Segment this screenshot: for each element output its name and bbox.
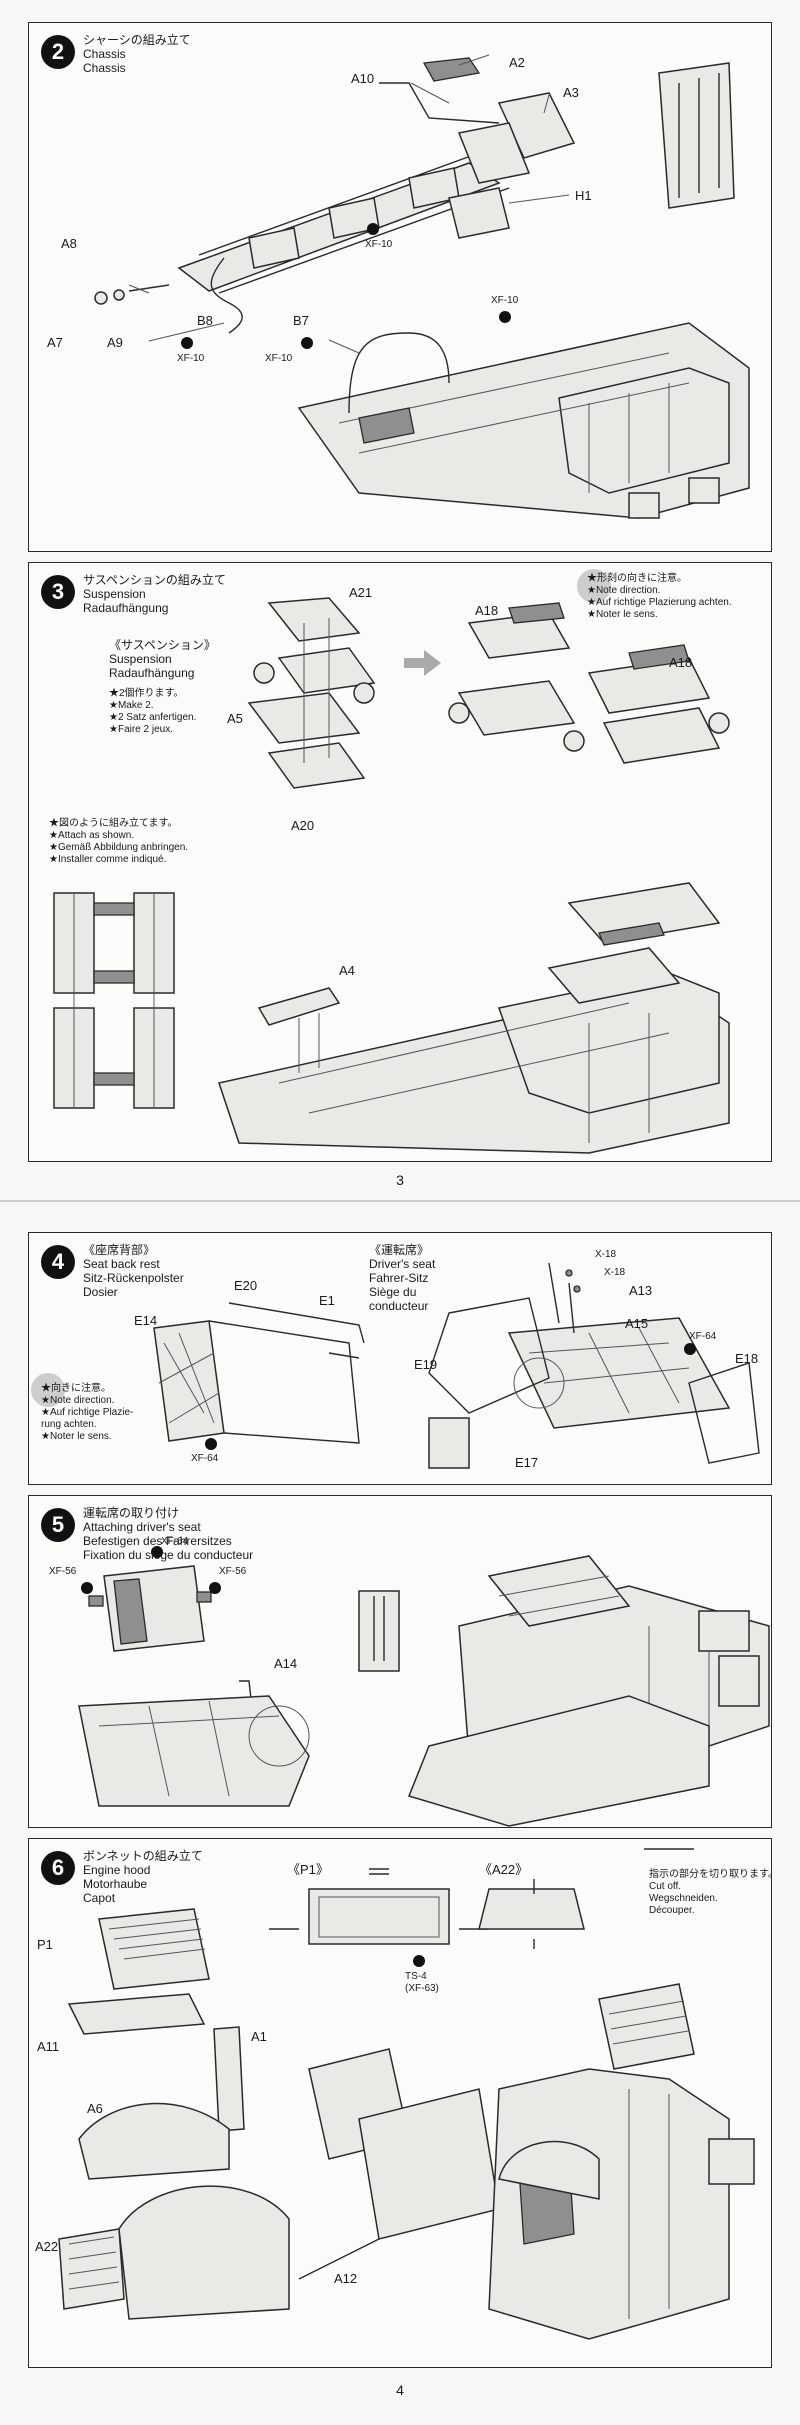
label-e14: E14 bbox=[134, 1313, 158, 1328]
step-3-suspension-panel: 3 サスペンションの組み立て Suspension Radaufhängung … bbox=[28, 562, 772, 1162]
label-e17: E17 bbox=[515, 1455, 539, 1470]
direction-marker bbox=[577, 569, 611, 603]
label-a4: A4 bbox=[339, 963, 355, 978]
label-a6: A6 bbox=[87, 2101, 103, 2116]
label-a20: A20 bbox=[291, 818, 315, 833]
direction-note: ★向きに注意。 ★Note direction. ★Auf richtige P… bbox=[41, 1383, 134, 1442]
paint-marker bbox=[499, 311, 511, 323]
step-title: シャーシの組み立て Chassis Chassis bbox=[83, 33, 191, 75]
paint-xf10: XF-10 bbox=[491, 295, 519, 306]
step-title: 運転席の取り付け Attaching driver's seat Befesti… bbox=[83, 1506, 254, 1562]
step-4-seat-panel: 4 《座席背部》 Seat back rest Sitz-Rückenpolst… bbox=[28, 1232, 772, 1485]
attach-note: ★図のように組み立てます。 ★Attach as shown. ★Gemäß A… bbox=[49, 818, 189, 865]
label-a8: A8 bbox=[61, 236, 77, 251]
step-number: 3 bbox=[41, 575, 75, 609]
attach-seat-diagram bbox=[78, 1555, 770, 1827]
label-e1: E1 bbox=[319, 1293, 335, 1308]
paint-marker bbox=[367, 223, 379, 235]
paint-marker bbox=[413, 1955, 425, 1967]
seat-diagram bbox=[153, 1262, 760, 1469]
paint-marker bbox=[205, 1438, 217, 1450]
label-a5: A5 bbox=[227, 711, 243, 726]
label-b8: B8 bbox=[197, 313, 213, 328]
label-e19: E19 bbox=[414, 1357, 438, 1372]
label-a15: A15 bbox=[625, 1316, 649, 1331]
paint-xf64: XF-64 bbox=[689, 1331, 717, 1342]
label-x18: X-18 bbox=[595, 1249, 617, 1260]
paint-xf10: XF-10 bbox=[177, 353, 205, 364]
label-h1: H1 bbox=[575, 188, 592, 203]
paint-xf64: XF-64 bbox=[191, 1453, 219, 1464]
a22-heading: 《A22》 bbox=[479, 1862, 529, 1877]
paint-marker bbox=[209, 1582, 221, 1594]
page-number: 4 bbox=[396, 2382, 404, 2398]
label-e20: E20 bbox=[234, 1278, 258, 1293]
label-a22: A22 bbox=[35, 2239, 59, 2254]
direction-note: ★形刻の向きに注意。 ★Note direction. ★Auf richtig… bbox=[587, 573, 732, 620]
label-a7: A7 bbox=[47, 335, 63, 350]
page-4: 4 《座席背部》 Seat back rest Sitz-Rückenpolst… bbox=[0, 1200, 800, 2425]
cut-note: 指示の部分を切り取ります。 Cut off. Wegschneiden. Déc… bbox=[649, 1869, 778, 1916]
paint-marker bbox=[81, 1582, 93, 1594]
label-a10: A10 bbox=[351, 71, 375, 86]
label-e18: E18 bbox=[735, 1351, 759, 1366]
paint-marker bbox=[301, 337, 313, 349]
chassis-diagram bbox=[94, 54, 750, 519]
step-title: サスペンションの組み立て Suspension Radaufhängung bbox=[83, 573, 226, 615]
step-number: 5 bbox=[41, 1508, 75, 1542]
page-3: 2 シャーシの組み立て Chassis Chassis bbox=[0, 0, 800, 1200]
label-a18-right: A18 bbox=[669, 655, 693, 670]
paint-xf64: XF-64 bbox=[161, 1536, 189, 1547]
paint-marker bbox=[151, 1546, 163, 1558]
suspension-diagram bbox=[53, 597, 730, 1154]
p1-heading: 《P1》 bbox=[287, 1862, 329, 1877]
label-a18-left: A18 bbox=[475, 603, 499, 618]
label-a9: A9 bbox=[107, 335, 123, 350]
step-2-chassis-panel: 2 シャーシの組み立て Chassis Chassis bbox=[28, 22, 772, 552]
direction-marker bbox=[31, 1373, 65, 1407]
paint-xf10: XF-10 bbox=[265, 353, 293, 364]
step-number: 4 bbox=[41, 1245, 75, 1279]
paint-marker bbox=[684, 1343, 696, 1355]
engine-hood-diagram bbox=[58, 1848, 755, 2340]
driver-seat-title: 《運転席》 Driver's seat Fahrer-Sitz Siège du… bbox=[369, 1243, 436, 1313]
paint-ts4: TS-4 (XF-63) bbox=[405, 1971, 439, 1994]
label-a3: A3 bbox=[563, 85, 579, 100]
label-p1: P1 bbox=[37, 1937, 53, 1952]
label-a14: A14 bbox=[274, 1656, 298, 1671]
page-number: 3 bbox=[396, 1172, 404, 1188]
step-number: 2 bbox=[41, 35, 75, 69]
paint-xf56: XF-56 bbox=[49, 1566, 77, 1577]
step-6-engine-hood-panel: 6 ボンネットの組み立て Engine hood Motorhaube Capo… bbox=[28, 1838, 778, 2368]
label-b7: B7 bbox=[293, 313, 309, 328]
step-title: 《座席背部》 Seat back rest Sitz-Rückenpolster… bbox=[83, 1243, 184, 1299]
label-a12: A12 bbox=[334, 2271, 358, 2286]
paint-xf10: XF-10 bbox=[365, 239, 393, 250]
label-x18: X-18 bbox=[604, 1267, 626, 1278]
label-a11: A11 bbox=[37, 2039, 60, 2054]
label-a1: A1 bbox=[251, 2029, 267, 2044]
subassembly-title: 《サスペンション》 Suspension Radaufhängung bbox=[109, 638, 216, 680]
label-a2: A2 bbox=[509, 55, 525, 70]
make-two-note: ★2個作ります。 ★Make 2. ★2 Satz anfertigen. ★F… bbox=[109, 688, 197, 735]
step-number: 6 bbox=[41, 1851, 75, 1885]
label-a13: A13 bbox=[629, 1283, 653, 1298]
paint-marker bbox=[181, 337, 193, 349]
paint-xf56: XF-56 bbox=[219, 1566, 247, 1577]
step-title: ボンネットの組み立て Engine hood Motorhaube Capot bbox=[83, 1849, 203, 1905]
label-a21: A21 bbox=[349, 585, 373, 600]
step-5-attach-seat-panel: 5 運転席の取り付け Attaching driver's seat Befes… bbox=[28, 1495, 772, 1828]
